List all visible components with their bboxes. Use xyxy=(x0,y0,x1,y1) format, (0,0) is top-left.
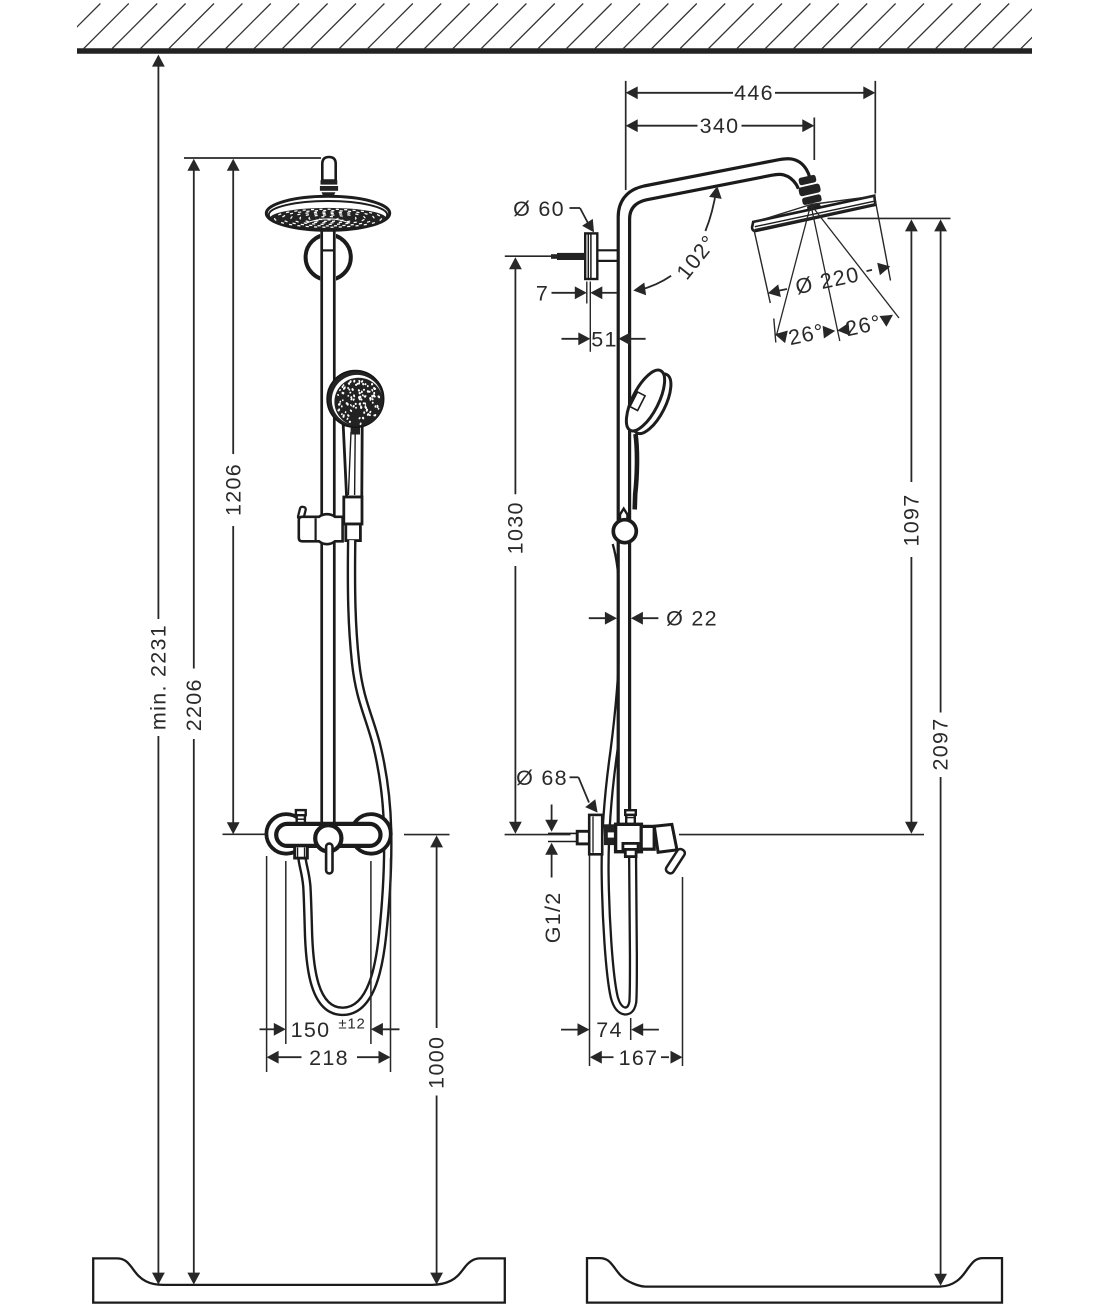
svg-text:340: 340 xyxy=(700,114,740,138)
svg-text:218: 218 xyxy=(309,1046,349,1070)
svg-text:1206: 1206 xyxy=(221,463,245,516)
svg-text:Ø 60: Ø 60 xyxy=(513,197,565,221)
svg-text:min. 2231: min. 2231 xyxy=(147,624,171,730)
svg-text:2097: 2097 xyxy=(929,717,953,770)
svg-text:G1/2: G1/2 xyxy=(541,891,565,943)
svg-text:167: 167 xyxy=(619,1046,659,1070)
svg-text:1030: 1030 xyxy=(503,501,527,554)
svg-text:±12: ±12 xyxy=(338,1016,365,1033)
svg-text:1097: 1097 xyxy=(899,493,923,546)
svg-text:1000: 1000 xyxy=(425,1036,449,1089)
svg-text:2206: 2206 xyxy=(182,678,206,731)
svg-text:74: 74 xyxy=(596,1018,623,1042)
svg-text:Ø 68: Ø 68 xyxy=(516,766,568,790)
svg-text:446: 446 xyxy=(734,81,774,105)
svg-text:7: 7 xyxy=(536,282,549,306)
svg-text:51: 51 xyxy=(591,327,618,351)
svg-text:150: 150 xyxy=(291,1018,331,1042)
svg-text:Ø 22: Ø 22 xyxy=(666,607,718,631)
